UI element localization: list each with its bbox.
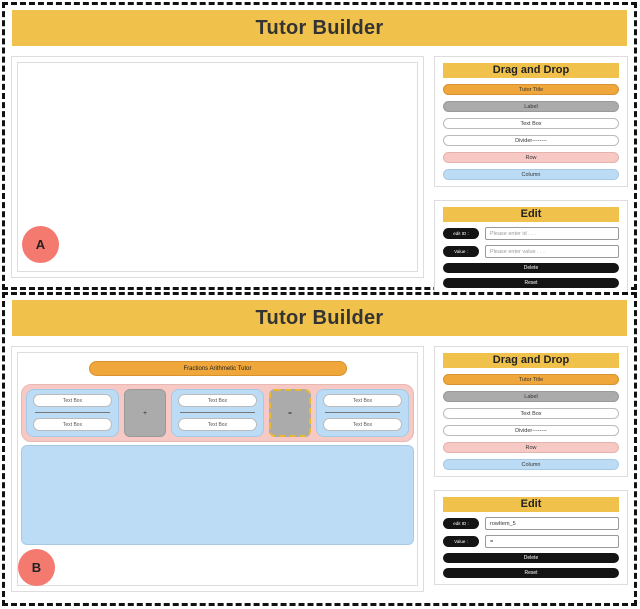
big-column-element[interactable] [21,445,414,545]
operator-equals-element-selected[interactable]: = [269,389,311,437]
edit-id-input[interactable] [485,227,619,240]
drag-drop-header: Drag and Drop [443,353,619,368]
drag-drop-card: Drag and Drop Tutor Title Label Text Box… [434,346,628,477]
app-title: Tutor Builder [255,306,384,329]
edit-value-label: Value : [443,246,479,257]
drag-item-tutor-title[interactable]: Tutor Title [443,84,619,95]
main-content: Fractions Arithmetic Tutor Text Box Text… [11,346,628,592]
column-element[interactable]: Text Box Text Box [26,389,119,437]
delete-button[interactable]: Delete [443,263,619,273]
sidebar: Drag and Drop Tutor Title Label Text Box… [434,56,628,295]
drag-item-row[interactable]: Row [443,152,619,163]
app-title: Tutor Builder [255,16,384,39]
operator-plus-element[interactable]: + [124,389,166,437]
delete-button[interactable]: Delete [443,553,619,563]
text-box-element[interactable]: Text Box [178,394,257,407]
main-content: Drag and Drop Tutor Title Label Text Box… [11,56,628,295]
figure-label-a: A [22,226,59,263]
edit-id-row: edit ID : [443,227,619,240]
reset-button[interactable]: Reset [443,278,619,288]
drag-drop-card: Drag and Drop Tutor Title Label Text Box… [434,56,628,187]
edit-header: Edit [443,207,619,222]
edit-id-input[interactable] [485,517,619,530]
tutor-title-element[interactable]: Fractions Arithmetic Tutor [88,361,347,376]
text-box-element[interactable]: Text Box [323,394,402,407]
fraction-divider-element[interactable] [35,412,110,413]
text-box-element[interactable]: Text Box [323,418,402,431]
drag-item-label[interactable]: Label [443,391,619,402]
app-header: Tutor Builder [12,10,627,46]
edit-value-input[interactable] [485,535,619,548]
column-element[interactable]: Text Box Text Box [316,389,409,437]
drag-item-divider[interactable]: Divider-------- [443,135,619,146]
text-box-element[interactable]: Text Box [33,418,112,431]
edit-id-label: edit ID : [443,518,479,529]
drag-item-tutor-title[interactable]: Tutor Title [443,374,619,385]
app-header: Tutor Builder [12,300,627,336]
edit-card: Edit edit ID : Value : Delete Reset [434,490,628,585]
text-box-element[interactable]: Text Box [178,418,257,431]
edit-card: Edit edit ID : Value : Delete Reset [434,200,628,295]
drag-item-text-box[interactable]: Text Box [443,118,619,129]
edit-header: Edit [443,497,619,512]
row-element[interactable]: Text Box Text Box + Text Box Text Box = [21,384,414,442]
edit-value-row: Value : [443,535,619,548]
edit-id-label: edit ID : [443,228,479,239]
fraction-divider-element[interactable] [180,412,255,413]
figure-panel-a: Tutor Builder Drag and Drop Tutor Title … [2,2,637,295]
canvas-container: Fractions Arithmetic Tutor Text Box Text… [11,346,424,592]
edit-value-row: Value : [443,245,619,258]
reset-button[interactable]: Reset [443,568,619,578]
drag-item-column[interactable]: Column [443,169,619,180]
edit-id-row: edit ID : [443,517,619,530]
edit-value-input[interactable] [485,245,619,258]
drag-item-divider[interactable]: Divider-------- [443,425,619,436]
sidebar: Drag and Drop Tutor Title Label Text Box… [434,346,628,592]
figure-label-b: B [18,549,55,586]
edit-value-label: Value : [443,536,479,547]
drag-item-text-box[interactable]: Text Box [443,408,619,419]
drag-drop-header: Drag and Drop [443,63,619,78]
drag-item-label[interactable]: Label [443,101,619,112]
figure-panel-b: Tutor Builder Fractions Arithmetic Tutor… [2,292,637,606]
canvas-dropzone[interactable]: Fractions Arithmetic Tutor Text Box Text… [17,352,418,586]
canvas-dropzone[interactable] [17,62,418,272]
canvas-container [11,56,424,278]
drag-item-column[interactable]: Column [443,459,619,470]
text-box-element[interactable]: Text Box [33,394,112,407]
column-element[interactable]: Text Box Text Box [171,389,264,437]
drag-item-row[interactable]: Row [443,442,619,453]
fraction-divider-element[interactable] [325,412,400,413]
